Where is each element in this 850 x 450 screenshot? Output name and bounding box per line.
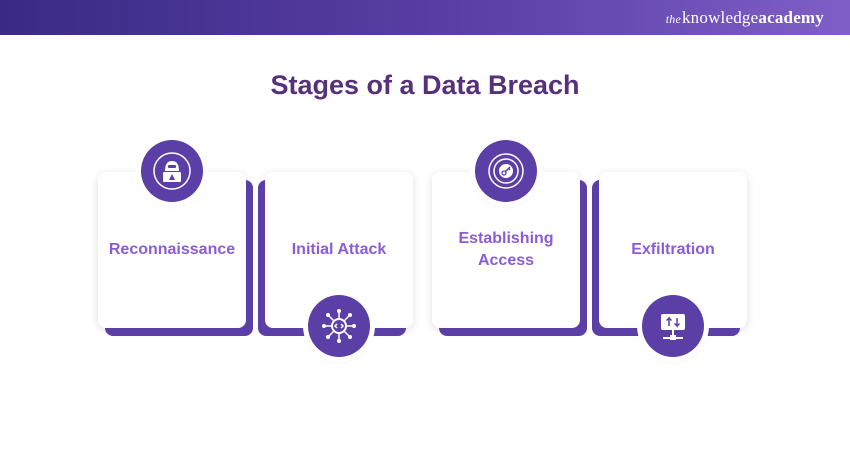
- page-title: Stages of a Data Breach: [270, 70, 580, 100]
- key-target-icon: [475, 140, 537, 202]
- brand-bold: academy: [758, 8, 824, 27]
- network-code-icon: [308, 295, 370, 357]
- brand-main: knowledge: [681, 8, 759, 27]
- stage-label: Reconnaissance: [108, 241, 236, 258]
- stage-label: Initial Attack: [291, 241, 387, 258]
- brand-logo: theknowledgeacademy: [666, 8, 824, 28]
- hacker-laptop-icon: [141, 140, 203, 202]
- stage-label: Establishing Access: [458, 230, 554, 269]
- server-transfer-icon: [642, 295, 704, 357]
- brand-prefix: the: [665, 12, 681, 26]
- header-bar: theknowledgeacademy: [0, 0, 850, 35]
- stage-label: Exfiltration: [631, 241, 715, 258]
